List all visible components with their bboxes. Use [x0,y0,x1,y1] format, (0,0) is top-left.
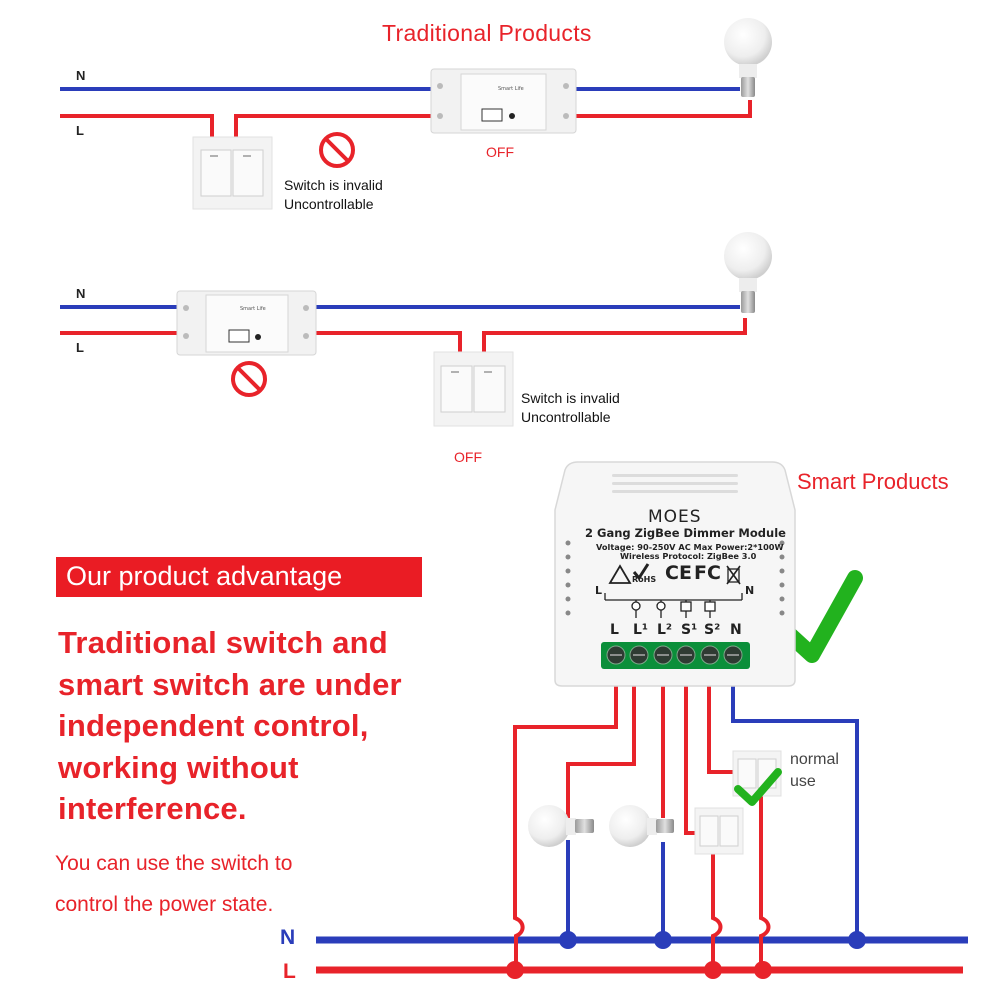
terminal-label: S¹ [681,622,698,638]
traditional-diagram-1: Smart Life [60,18,772,210]
schematic-l: L [595,584,603,597]
traditional-diagram-2: Smart Life [60,232,772,427]
neutral-label: N [76,286,86,301]
live-wire [60,318,747,352]
module-spec-1: Voltage: 90-250V AC Max Power:2*100W [596,542,784,552]
smart-diagram [316,461,968,979]
module-name: 2 Gang ZigBee Dimmer Module [585,526,786,540]
wall-switch-icon [192,136,273,210]
fc-mark: FC [694,562,721,584]
wall-switch-icon [694,807,744,855]
certification-icons [608,563,741,585]
junction-dots [506,931,866,979]
light-bulb-icon [609,805,674,847]
traditional-products-title: Traditional Products [382,20,592,46]
terminal-label: L¹ [633,622,649,638]
module-wires [513,685,859,970]
no-entry-icon [231,361,267,397]
light-bulb-icon [528,805,594,847]
module-brand: MOES [648,507,702,527]
wall-switch-icon [433,351,514,427]
relay-module-icon: Smart Life [176,290,317,356]
light-bulb-icon [724,232,772,313]
terminal-label: L [610,622,619,638]
svg-text:Smart Life: Smart Life [498,86,524,92]
neutral-label: N [76,68,86,83]
module-schematic [604,593,743,618]
off-label: OFF [454,449,482,465]
terminal-label: N [730,622,742,638]
svg-text:Smart Life: Smart Life [240,306,266,312]
normal-use-label: normal use [790,751,839,790]
schematic-n: N [745,584,755,597]
live-label: L [76,123,84,138]
smart-products-title: Smart Products [797,469,949,494]
smart-module [554,461,796,687]
terminal-label: L² [657,622,673,638]
no-entry-icon [319,132,355,168]
advantage-heading: Our product advantage [66,561,343,591]
light-bulb-icon [724,18,772,97]
advantage-body: Traditional switch and smart switch are … [58,625,402,826]
live-bus-label: L [283,960,296,983]
off-label: OFF [486,144,514,160]
rohs-mark: RoHS [632,575,657,584]
terminal-label: S² [704,622,721,638]
module-spec-2: Wireless Protocol: ZigBee 3.0 [620,551,757,561]
advantage-heading-bg [56,557,422,597]
neutral-bus-label: N [280,926,296,949]
ce-mark: CE [665,562,692,584]
checkmark-icon [734,768,782,806]
live-wire [60,100,752,142]
invalid-note: Switch is invalid Uncontrollable [521,390,620,425]
live-label: L [76,340,84,355]
invalid-note: Switch is invalid Uncontrollable [284,177,383,212]
relay-module-icon: Smart Life [430,68,577,134]
advantage-subtext: You can use the switch to control the po… [55,852,293,916]
